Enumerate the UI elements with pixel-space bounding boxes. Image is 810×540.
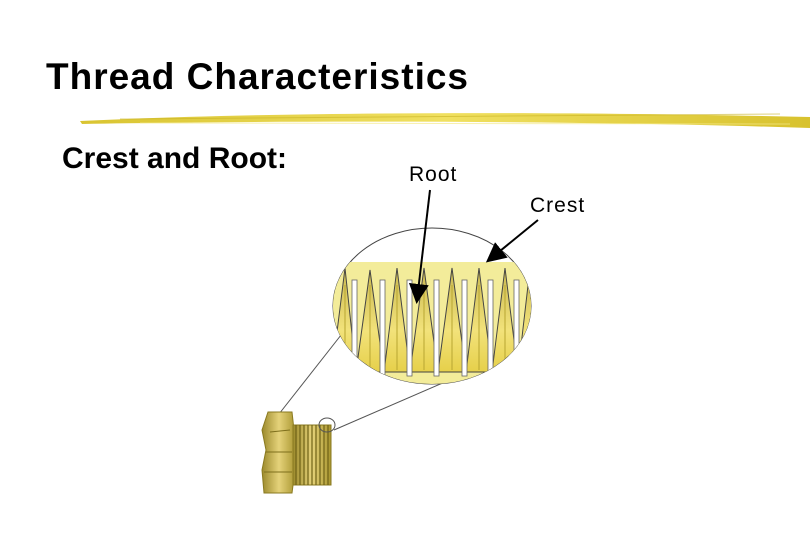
title-underline: [80, 113, 810, 128]
crest-arrow: [485, 219, 539, 263]
magnified-thread-view: [332, 227, 532, 385]
bolt-icon: [261, 411, 336, 494]
root-label: Root: [409, 163, 458, 186]
slide-title: Thread Characteristics: [46, 56, 470, 97]
bullet-crest-and-root: Crest and Root:: [62, 142, 287, 175]
crest-label: Crest: [530, 194, 586, 217]
root-arrow: [408, 189, 431, 304]
